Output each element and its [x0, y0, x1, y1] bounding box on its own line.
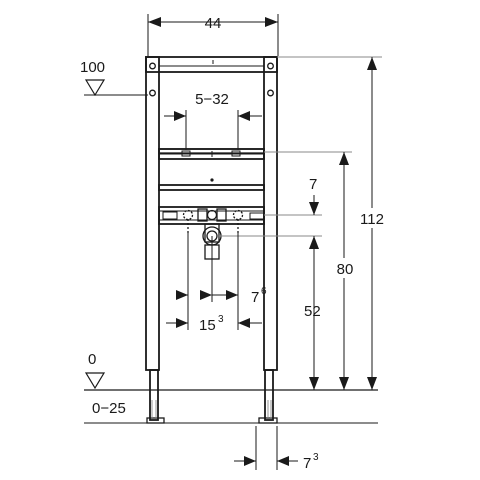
level-triangle-icon	[84, 79, 106, 97]
mounting-plate	[158, 206, 265, 225]
arrowhead-icon	[339, 152, 349, 165]
arrowhead-icon	[238, 318, 250, 328]
arrowhead-icon	[309, 377, 319, 390]
right-offset-dimension: 7 6	[176, 233, 267, 330]
level-0-marker: 0 0−25	[84, 351, 126, 417]
foot-offset-label: 7	[303, 455, 311, 472]
floor-range-label: 0−25	[92, 400, 126, 417]
middle-crossbar	[158, 184, 265, 191]
mount-hole	[267, 89, 274, 97]
upper-height-dimension: 80	[333, 152, 357, 390]
adjust-range-dimension: 5−32	[164, 91, 262, 150]
arrowhead-icon	[226, 290, 238, 300]
arrowhead-icon	[148, 17, 161, 27]
mount-hole	[149, 89, 156, 97]
right-post	[263, 56, 278, 371]
level-0-label: 0	[88, 351, 96, 368]
arrowhead-icon	[367, 377, 377, 390]
center-distance-label: 15	[199, 317, 216, 334]
level-triangle-icon	[84, 372, 106, 390]
upper-height-label: 80	[337, 261, 354, 278]
lower-height-dimension: 52	[304, 240, 321, 390]
mount-hole	[149, 62, 156, 70]
right-offset-sup: 6	[261, 286, 267, 297]
supply-fittings	[182, 208, 244, 233]
arrowhead-icon	[238, 111, 250, 121]
small-spacing-dimension: 7	[309, 176, 319, 249]
total-height-dimension: 112	[356, 57, 388, 390]
total-height-label: 112	[360, 211, 384, 228]
frame-width-dimension: 44	[147, 14, 279, 56]
right-offset-label: 7	[251, 289, 259, 306]
frame-width-label: 44	[205, 15, 222, 32]
small-spacing-label: 7	[309, 176, 317, 193]
foot-offset-sup: 3	[313, 452, 319, 463]
level-100-marker: 100	[80, 59, 148, 97]
arrowhead-icon	[265, 17, 278, 27]
adjust-range-label: 5−32	[195, 91, 229, 108]
level-100-label: 100	[80, 59, 105, 76]
arrowhead-icon	[339, 377, 349, 390]
arrowhead-icon	[367, 57, 377, 70]
frame-feet	[146, 369, 278, 424]
center-distance-sup: 3	[218, 314, 224, 325]
arrowhead-icon	[200, 290, 212, 300]
top-rail	[145, 56, 278, 73]
left-post	[145, 56, 160, 371]
lower-height-label: 52	[304, 303, 321, 320]
arrowhead-icon	[309, 202, 319, 215]
arrowhead-icon	[176, 318, 188, 328]
arrowhead-icon	[176, 290, 188, 300]
arrowhead-icon	[174, 111, 186, 121]
arrowhead-icon	[244, 456, 256, 466]
arrowhead-icon	[277, 456, 289, 466]
foot-offset-dimension: 7 3	[234, 426, 319, 472]
mount-hole	[267, 62, 274, 70]
center-distance-dimension: 15 3	[166, 314, 262, 334]
